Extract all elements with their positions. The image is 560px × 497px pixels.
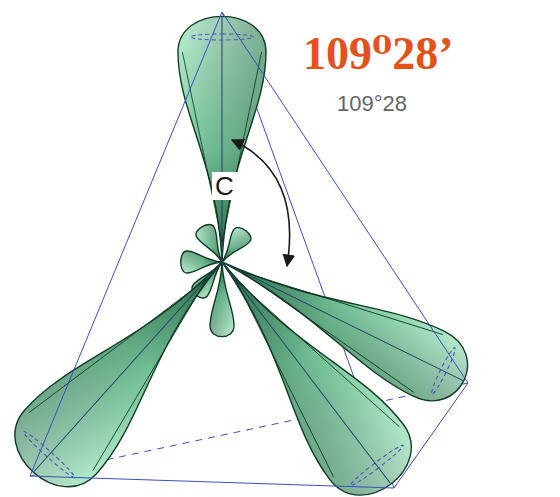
bond-angle-label: 109⁰28’ <box>300 30 456 78</box>
lobe-cap <box>429 346 457 395</box>
lobe-shade <box>185 234 427 497</box>
lobe-cap <box>190 34 253 40</box>
tetrahedron-edge <box>30 12 222 476</box>
angle-value-label: 109°28 <box>334 92 410 116</box>
lobe-body <box>185 234 427 497</box>
lobe-edge-lines <box>29 250 239 470</box>
tetrahedron-edge <box>394 383 468 488</box>
atom-label: C <box>212 172 237 200</box>
lobe-cap <box>21 429 76 480</box>
lobe-body <box>178 16 266 262</box>
tetrahedron-front-edges <box>30 12 468 488</box>
lobe-shade <box>178 16 266 262</box>
tetrahedron-edge <box>30 476 394 488</box>
orbital-lobe <box>178 16 266 262</box>
lobe-shade <box>0 230 258 497</box>
lobe-axis <box>222 17 223 262</box>
lobe-axis <box>34 262 222 472</box>
lobe-axis <box>222 262 391 483</box>
orbital-lobes <box>0 16 480 497</box>
lobe-edge-lines <box>182 52 261 242</box>
lobe-body <box>0 230 258 497</box>
lobe-cap <box>349 443 405 488</box>
orbital-lobe <box>0 230 258 497</box>
angle-arc <box>232 140 290 266</box>
lobe-edge-lines <box>203 255 400 477</box>
orbital-lobe <box>185 234 427 497</box>
tetrahedron-edge <box>222 12 468 383</box>
